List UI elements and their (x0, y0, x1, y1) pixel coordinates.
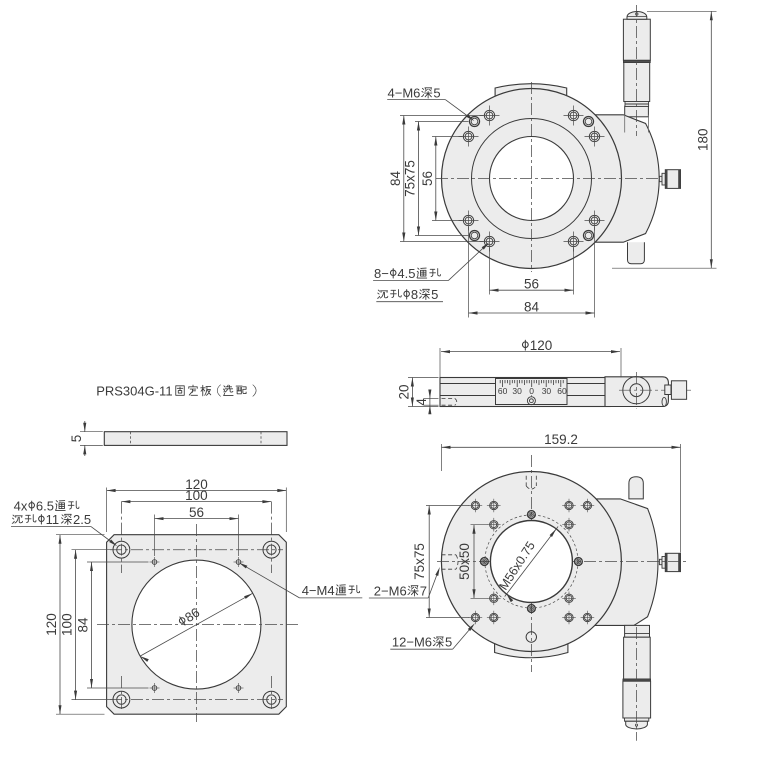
svg-text:5: 5 (445, 635, 452, 650)
svg-text:75x75: 75x75 (412, 543, 427, 580)
svg-text:7: 7 (420, 583, 427, 598)
svg-text:8: 8 (411, 287, 418, 302)
svg-text:30: 30 (512, 386, 522, 396)
svg-text:84: 84 (76, 617, 91, 633)
svg-text:20: 20 (396, 384, 411, 399)
svg-text:2.5: 2.5 (73, 512, 91, 527)
svg-text:100: 100 (185, 488, 208, 503)
svg-text:84: 84 (388, 170, 403, 186)
svg-text:120: 120 (185, 477, 208, 492)
svg-text:120: 120 (530, 338, 553, 353)
svg-text:4−M4: 4−M4 (302, 583, 335, 598)
svg-text:56: 56 (420, 171, 435, 186)
svg-text:60: 60 (557, 386, 567, 396)
svg-text:100: 100 (60, 613, 75, 636)
svg-text:159.2: 159.2 (544, 432, 578, 447)
svg-text:8−: 8− (374, 266, 389, 281)
svg-text:4x: 4x (14, 499, 28, 514)
svg-text:5: 5 (431, 287, 438, 302)
svg-text:84: 84 (524, 300, 540, 315)
svg-text:PRS304G-11: PRS304G-11 (96, 384, 172, 399)
svg-text:56: 56 (524, 277, 539, 292)
svg-text:56: 56 (189, 505, 204, 520)
svg-text:12−M6: 12−M6 (392, 635, 432, 650)
svg-text:6.5: 6.5 (36, 499, 54, 514)
svg-text:86: 86 (182, 605, 202, 625)
svg-text:60: 60 (498, 386, 508, 396)
svg-text:11: 11 (46, 512, 60, 527)
svg-text:50x50: 50x50 (457, 543, 472, 580)
svg-text:4.5: 4.5 (397, 266, 415, 281)
svg-text:4−M6: 4−M6 (388, 86, 421, 101)
svg-text:4: 4 (414, 398, 429, 406)
svg-text:5: 5 (69, 435, 84, 443)
svg-text:0: 0 (529, 386, 534, 396)
svg-text:30: 30 (542, 386, 552, 396)
svg-text:5: 5 (433, 86, 440, 101)
svg-text:2−M6: 2−M6 (374, 583, 407, 598)
svg-text:120: 120 (44, 613, 59, 636)
svg-text:180: 180 (695, 129, 710, 152)
svg-text:75x75: 75x75 (403, 160, 418, 197)
